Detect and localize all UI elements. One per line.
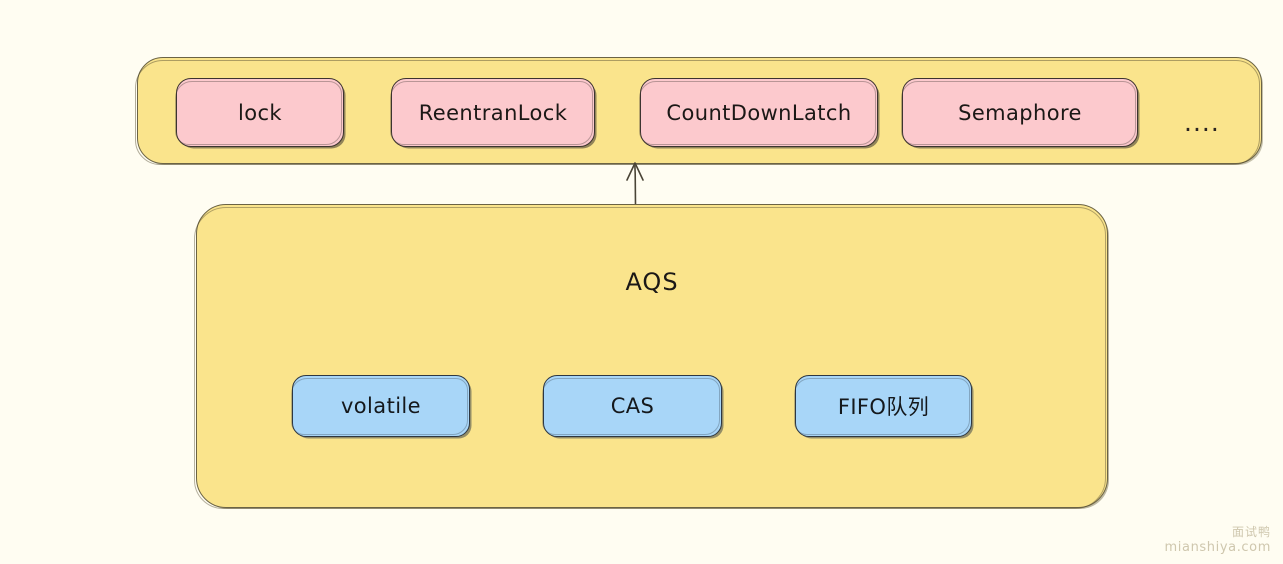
implementation-label: Semaphore (958, 100, 1082, 125)
aqs-container (194, 204, 1108, 509)
aqs-feature-label: FIFO队列 (837, 395, 930, 419)
aqs-to-implementations-arrow (626, 162, 644, 206)
implementation-box-semaphore[interactable]: Semaphore (900, 78, 1138, 147)
aqs-feature-volatile[interactable]: volatile (290, 375, 470, 437)
watermark: 面试鸭 mianshiya.com (1165, 525, 1271, 556)
implementation-label: CountDownLatch (666, 100, 852, 125)
watermark-cn-text: 面试鸭 (1231, 524, 1271, 539)
implementation-box-lock[interactable]: lock (174, 78, 344, 147)
ellipsis-more-implementations: .... (1184, 108, 1220, 137)
implementation-box-countdownlatch[interactable]: CountDownLatch (638, 78, 878, 147)
implementation-label: lock (238, 100, 282, 125)
aqs-title: AQS (625, 268, 679, 296)
aqs-feature-cas[interactable]: CAS (541, 375, 722, 437)
aqs-feature-label: volatile (340, 394, 421, 418)
aqs-feature-fifo-queue[interactable]: FIFO队列 (793, 375, 972, 437)
watermark-en-text: mianshiya.com (1164, 539, 1271, 555)
implementation-label: ReentranLock (418, 100, 568, 125)
aqs-feature-label: CAS (610, 394, 655, 418)
implementation-box-reentranlock[interactable]: ReentranLock (389, 78, 595, 147)
